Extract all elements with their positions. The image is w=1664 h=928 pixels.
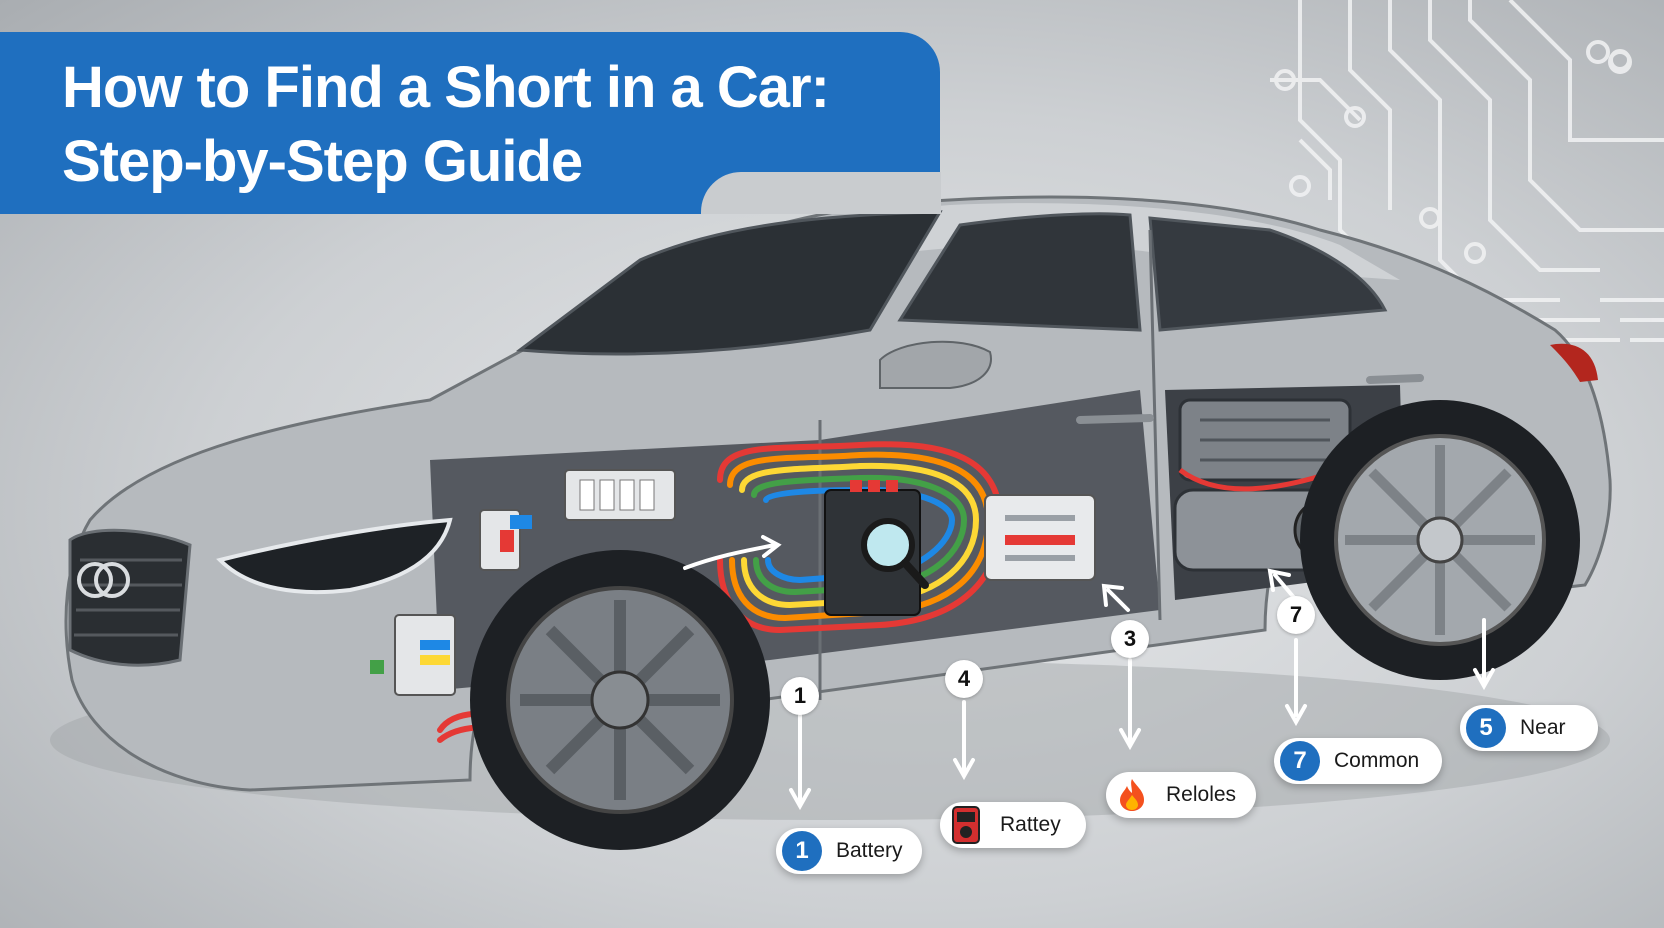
callout-label: Battery: [836, 839, 903, 862]
callout-common: 7 Common: [1274, 738, 1442, 784]
callout-battery: 1 Battery: [776, 828, 922, 874]
callout-label: Rattey: [1000, 813, 1061, 836]
step-marker-1: 1: [781, 677, 819, 715]
car-logo-icon: [77, 562, 130, 598]
page-title-line-2: Step-by-Step Guide: [62, 129, 583, 194]
page-title-line-1: How to Find a Short in a Car:: [62, 55, 830, 120]
number-badge-icon: 1: [782, 831, 822, 871]
magnifier-icon: [861, 518, 929, 589]
callout-label: Near: [1520, 716, 1566, 739]
relay-module: [984, 494, 1096, 581]
number-badge-icon: 5: [1466, 708, 1506, 748]
front-wheel: [470, 550, 770, 850]
circuit-decoration: [1270, 0, 1664, 342]
flame-icon: [1112, 775, 1152, 815]
fuse-box: [564, 469, 676, 521]
step-marker-3: 3: [1111, 620, 1149, 658]
front-relay-box: [370, 509, 532, 696]
callout-label: Common: [1334, 749, 1420, 772]
callout-rattey: Rattey: [940, 802, 1086, 848]
pointer-arrows: [683, 535, 1495, 811]
multimeter-icon: [946, 805, 986, 845]
step-marker-4: 4: [945, 660, 983, 698]
step-marker-7: 7: [1277, 596, 1315, 634]
callout-near: 5 Near: [1460, 705, 1598, 751]
callout-reloles: Reloles: [1106, 772, 1256, 818]
rear-wheel: [1300, 400, 1580, 680]
title-banner: [0, 32, 941, 214]
callout-label: Reloles: [1166, 783, 1237, 806]
number-badge-icon: 7: [1280, 741, 1320, 781]
